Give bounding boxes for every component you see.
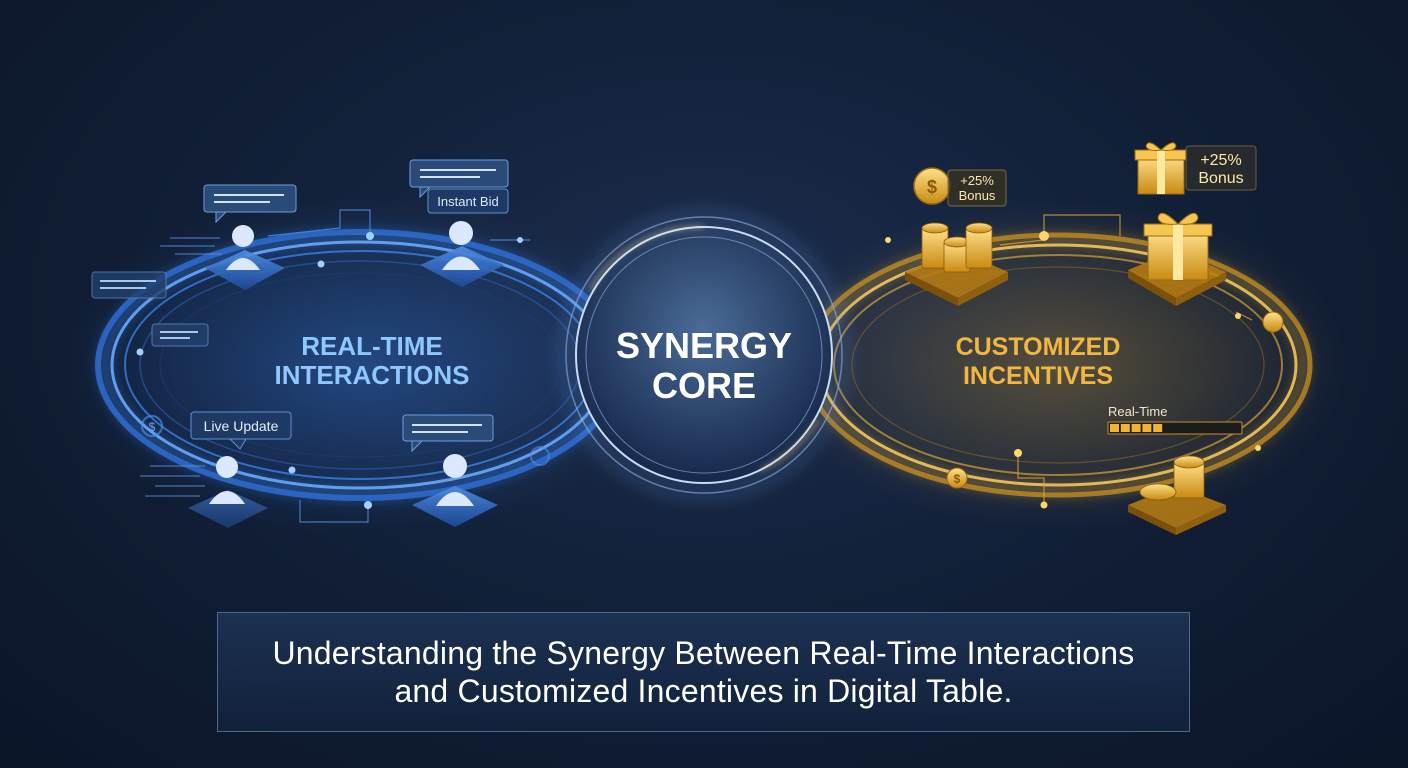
core-label-line1: SYNERGY (616, 325, 792, 366)
instant-bid-tag: Instant Bid (427, 188, 509, 214)
chat-bubble-icon (151, 323, 209, 347)
user-icon (188, 456, 268, 528)
live-update-tag: Live Update (190, 411, 292, 450)
dollar-coin-icon (1262, 311, 1284, 333)
user-icon (205, 225, 285, 290)
right-node-dots (885, 231, 1261, 509)
svg-text:$: $ (954, 472, 961, 486)
realtime-meter-label: Real-Time (1108, 404, 1167, 419)
synergy-core: SYNERGY CORE (554, 205, 854, 505)
realtime-meter-segment (1131, 424, 1141, 432)
dollar-coin-icon (530, 446, 550, 466)
chat-bubble-icon (91, 271, 167, 299)
realtime-meter-segment (1110, 424, 1119, 432)
bonus-tag-1-line2: Bonus (959, 188, 996, 203)
chat-bubble-icon (402, 414, 494, 453)
svg-text:$: $ (149, 420, 156, 434)
realtime-meter-segment (1120, 424, 1130, 432)
left-connectors (267, 209, 530, 523)
dollar-coin-icon: $ (913, 167, 951, 205)
realtime-meter-track (1107, 421, 1243, 435)
left-label-line1: REAL-TIME (301, 331, 443, 361)
realtime-meter-segment (1142, 424, 1152, 432)
user-icon (420, 221, 504, 287)
instant-bid-label: Instant Bid (437, 194, 498, 209)
dollar-coin-icon: $ (141, 415, 163, 437)
right-label-line1: CUSTOMIZED (956, 333, 1121, 361)
realtime-meter-segment (1153, 424, 1163, 432)
left-node-dots (136, 232, 523, 509)
caption-line-2: and Customized Incentives in Digital Tab… (394, 673, 1013, 709)
bonus-tag-2: +25% Bonus (1185, 145, 1257, 191)
bonus-tag-1-line1: +25% (960, 173, 994, 188)
user-icon (412, 454, 498, 527)
speed-lines (140, 237, 222, 497)
chat-bubble-icon (409, 159, 509, 199)
caption-line-1: Understanding the Synergy Between Real-T… (272, 635, 1135, 671)
right-label-line2: INCENTIVES (963, 362, 1113, 390)
left-glow (60, 195, 660, 535)
gift-box-icon (1128, 212, 1226, 306)
coin-stack-icon (1128, 455, 1226, 535)
dollar-coin-icon: $ (946, 467, 968, 489)
chat-bubble-icon (203, 184, 297, 224)
live-update-label: Live Update (204, 418, 279, 434)
gift-box-icon (1134, 142, 1188, 195)
realtime-meter-fill (1110, 424, 1163, 432)
bonus-tag-1: +25% Bonus (947, 169, 1007, 207)
left-label-line2: INTERACTIONS (275, 360, 470, 390)
caption-box: Understanding the Synergy Between Real-T… (217, 612, 1190, 732)
bonus-tag-2-line2: Bonus (1198, 170, 1243, 187)
coin-stack-icon (905, 222, 1008, 306)
realtime-meter: Real-Time (1107, 404, 1243, 435)
bonus-tag-2-line1: +25% (1200, 152, 1241, 169)
core-label-line2: CORE (652, 365, 756, 406)
svg-text:$: $ (927, 177, 937, 197)
